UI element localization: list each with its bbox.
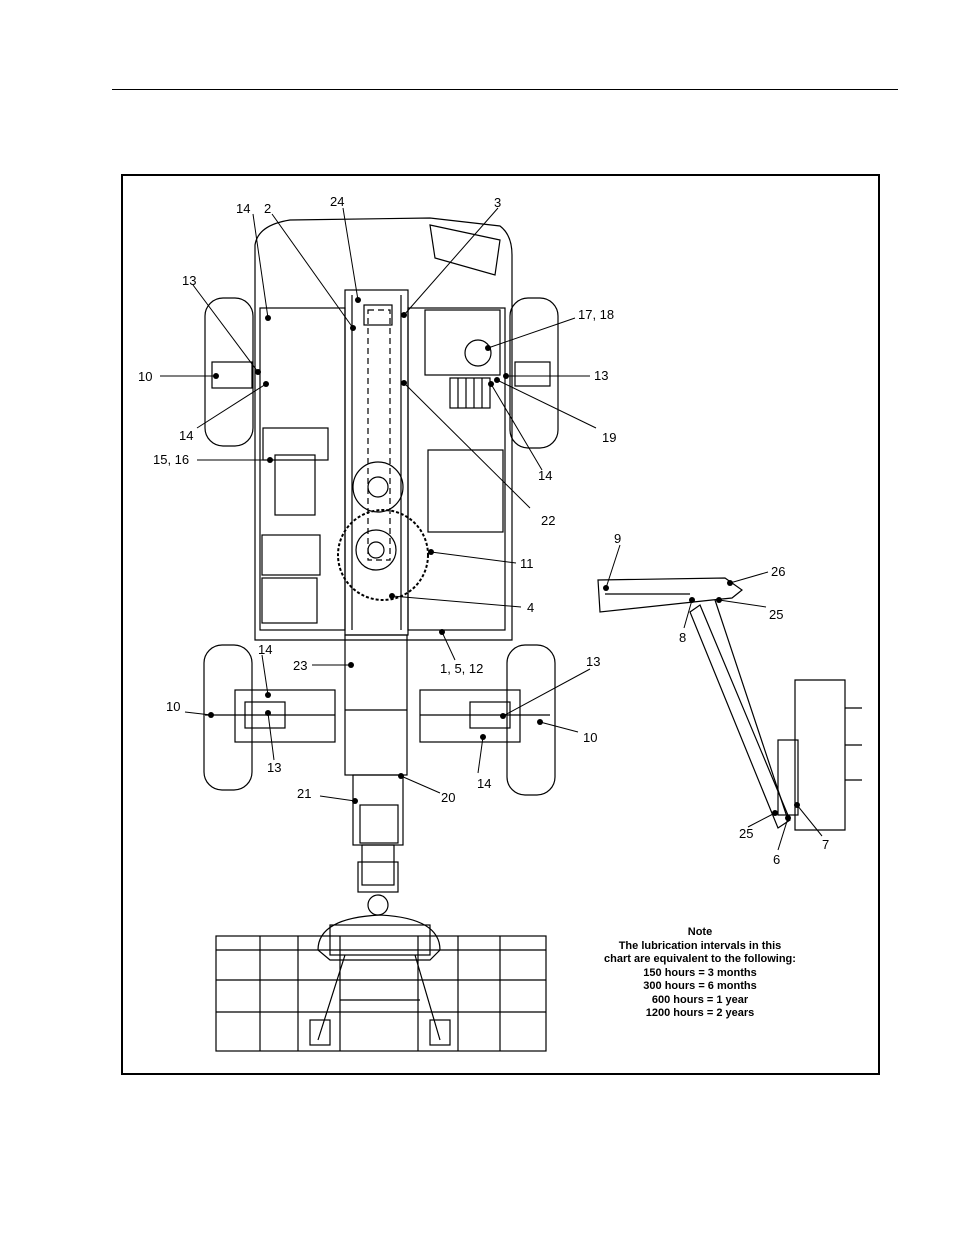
callout-7: 7: [822, 837, 829, 852]
note-title: Note: [585, 926, 815, 940]
callout-21: 21: [297, 786, 311, 801]
callout-14-axle-right: 14: [477, 776, 491, 791]
leader-lines: [160, 208, 822, 850]
callout-9: 9: [614, 531, 621, 546]
callout-8: 8: [679, 630, 686, 645]
callout-20: 20: [441, 790, 455, 805]
callout-13-axle-right: 13: [586, 654, 600, 669]
callout-25-bottom: 25: [739, 826, 753, 841]
callout-17-18: 17, 18: [578, 307, 614, 322]
lubrication-note: Note The lubrication intervals in this c…: [585, 926, 815, 1021]
callout-3: 3: [494, 195, 501, 210]
callout-23: 23: [293, 658, 307, 673]
callout-25-top: 25: [769, 607, 783, 622]
callout-13-left: 13: [182, 273, 196, 288]
callout-10-left: 10: [138, 369, 152, 384]
callout-4: 4: [527, 600, 534, 615]
callout-labels: 14 2 24 3 13 17, 18 10 13 14 19 15, 16 1…: [138, 194, 829, 867]
note-line-5: 600 hours = 1 year: [585, 994, 815, 1008]
callout-14-top: 14: [236, 201, 250, 216]
note-line-2: chart are equivalent to the following:: [585, 953, 815, 967]
callout-10-axle-left: 10: [166, 699, 180, 714]
callout-14-midright: 14: [538, 468, 552, 483]
callout-14-axle: 14: [258, 642, 272, 657]
note-line-6: 1200 hours = 2 years: [585, 1007, 815, 1021]
callout-13-axle-left: 13: [267, 760, 281, 775]
callout-11: 11: [520, 556, 534, 571]
callout-22: 22: [541, 513, 555, 528]
note-line-1: The lubrication intervals in this: [585, 940, 815, 954]
callout-2: 2: [264, 201, 271, 216]
callout-15-16: 15, 16: [153, 452, 189, 467]
callout-1-5-12: 1, 5, 12: [440, 661, 483, 676]
callout-6: 6: [773, 852, 780, 867]
note-line-4: 300 hours = 6 months: [585, 980, 815, 994]
callout-13-right: 13: [594, 368, 608, 383]
callout-19: 19: [602, 430, 616, 445]
callout-26: 26: [771, 564, 785, 579]
callout-10-axle-right: 10: [583, 730, 597, 745]
callout-24: 24: [330, 194, 344, 209]
callout-14-midleft: 14: [179, 428, 193, 443]
note-line-3: 150 hours = 3 months: [585, 967, 815, 981]
